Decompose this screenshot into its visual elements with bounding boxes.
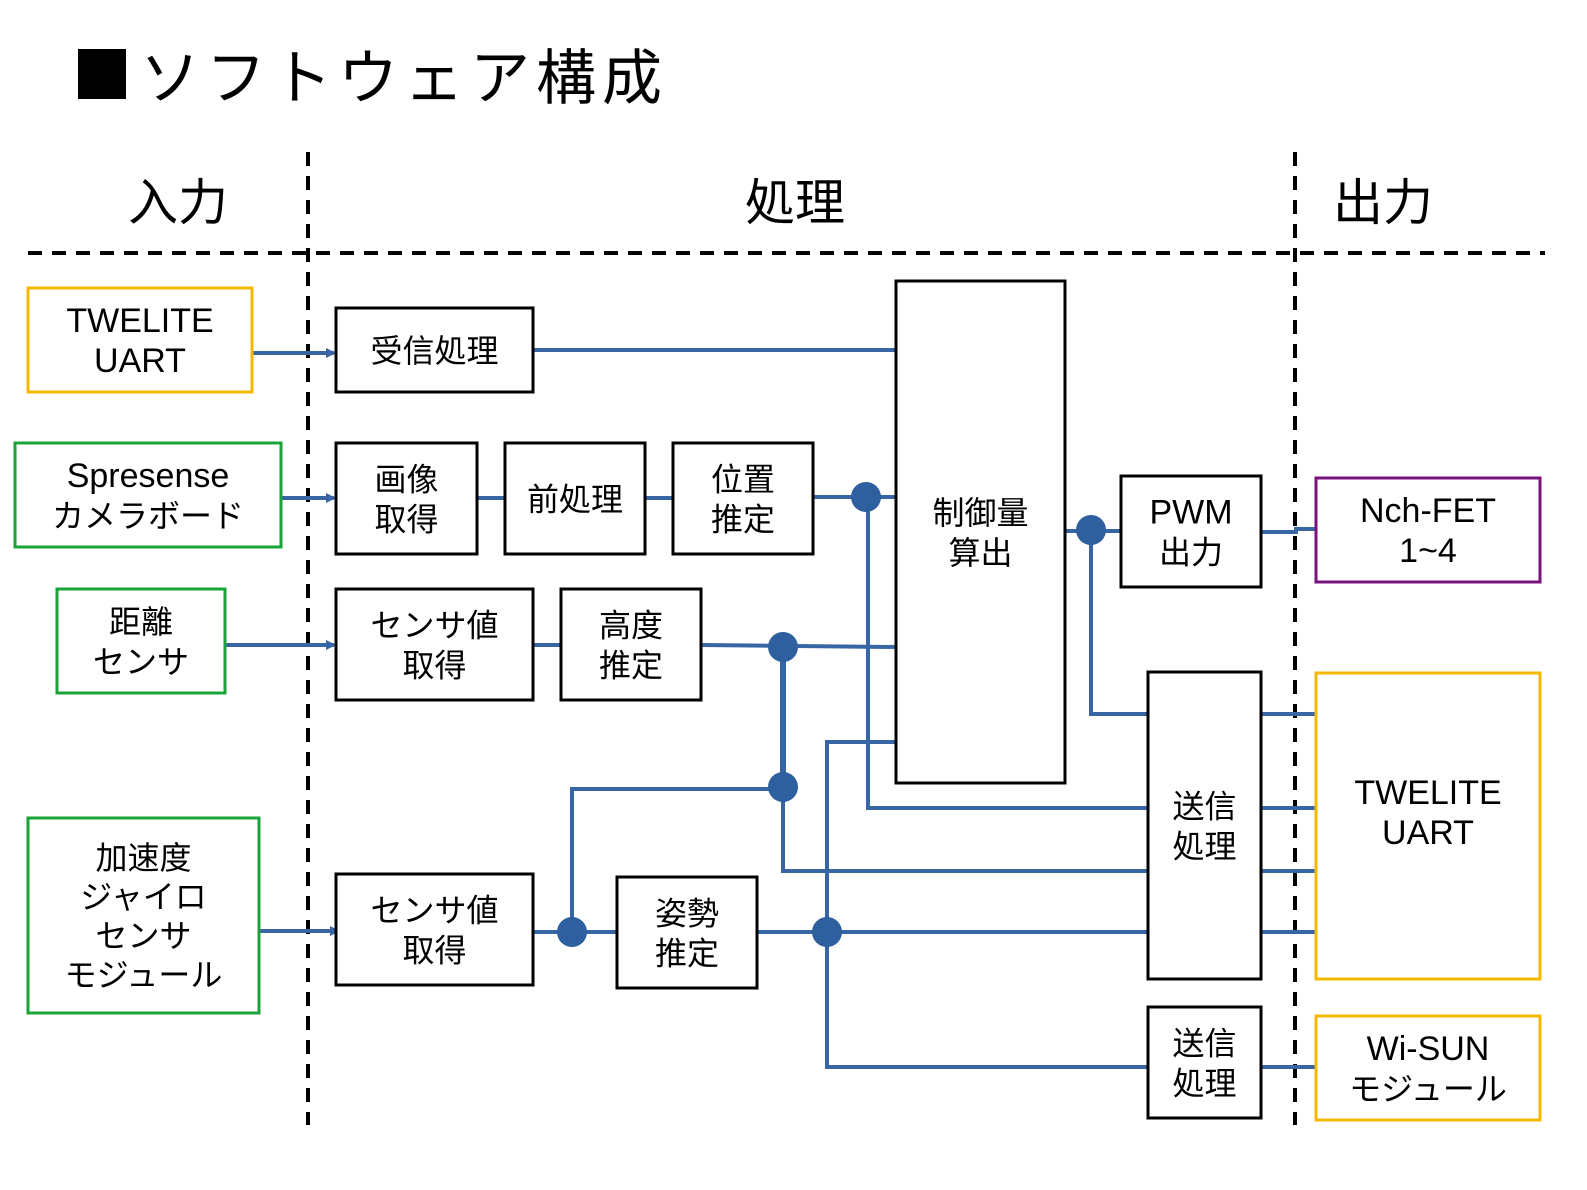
wire-pwm-to-fet	[1261, 527, 1316, 534]
wire-position-to-transmit	[866, 497, 1148, 810]
output-box-nch-fet-label-line: 1~4	[1399, 532, 1457, 570]
junction-dot	[557, 917, 587, 947]
wire-attitude-to-transmit2	[825, 932, 1148, 1069]
junction-dot	[1076, 515, 1106, 545]
input-box-imu-label-line: ジャイロ	[80, 878, 206, 916]
process-box-image-acquire-label-line: 取得	[374, 501, 438, 539]
input-box-distance-sensor-frame	[55, 587, 227, 695]
output-box-wisun-frame	[1314, 1014, 1542, 1122]
process-box-transmit-2-label-line: 送信	[1172, 1025, 1236, 1063]
process-box-sensor-acquire-2-label-line: 取得	[402, 932, 466, 970]
connection-wires	[226, 348, 1316, 1069]
process-box-sensor-acquire-1-label-line: 取得	[402, 647, 466, 685]
process-box-receive: 受信処理	[334, 306, 535, 394]
input-box-camera-frame	[13, 441, 283, 549]
process-box-transmit-1-frame	[1146, 670, 1263, 981]
input-box-distance-sensor-label-line: 距離	[109, 603, 173, 641]
process-box-sensor-acquire-1-frame	[334, 587, 535, 702]
process-box-pwm-output-label-line: 出力	[1159, 534, 1223, 572]
process-box-transmit-2-label-line: 処理	[1172, 1065, 1236, 1103]
output-box-twelite-label-line: UART	[1382, 814, 1474, 852]
wire-altitude-to-transmit	[781, 787, 1148, 873]
process-box-attitude-estimate-frame	[615, 875, 759, 990]
output-box-wisun-label-line: モジュール	[1349, 1070, 1507, 1108]
junction-dot	[812, 917, 842, 947]
process-box-image-acquire-label-line: 画像	[374, 461, 438, 499]
junction-dot	[768, 632, 798, 662]
wire-attitude-to-control	[825, 740, 896, 932]
process-box-control-calc-label-line: 制御量	[932, 494, 1028, 532]
process-box-sensor-acquire-2-label-line: センサ値	[370, 892, 498, 930]
wire-altitude-to-control	[700, 643, 897, 649]
output-box-wisun-label-line: Wi-SUN	[1367, 1030, 1490, 1068]
output-box-nch-fet-frame	[1314, 476, 1542, 584]
process-box-sensor-acquire-2-frame	[334, 872, 535, 987]
input-box-imu-frame	[26, 816, 261, 1015]
input-box-twelite-label-line: UART	[94, 342, 186, 380]
section-output-label: 出力	[1333, 174, 1433, 232]
input-box-imu-label-line: センサ	[95, 917, 191, 955]
output-box-nch-fet-label-line: Nch-FET	[1360, 492, 1496, 530]
process-box-altitude-estimate-label-line: 推定	[599, 647, 663, 685]
process-box-receive-label-line: 受信処理	[370, 332, 498, 370]
title-text: ソフトウェア構成	[140, 44, 668, 114]
input-box-twelite-label-line: TWELITE	[66, 302, 213, 340]
process-box-transmit-1-label-line: 送信	[1172, 788, 1236, 826]
process-box-preprocess-label-line: 前処理	[527, 481, 623, 519]
section-input-label: 入力	[128, 174, 228, 232]
process-box-control-calc-frame	[894, 279, 1067, 785]
input-box-twelite-frame	[26, 286, 254, 394]
process-box-position-estimate-label-line: 位置	[711, 461, 775, 499]
process-box-pwm-output-label-line: PWM	[1149, 494, 1232, 532]
process-box-attitude-estimate-label-line: 推定	[655, 935, 719, 973]
process-box-transmit-1-label-line: 処理	[1172, 828, 1236, 866]
process-box-pwm-output-frame	[1119, 474, 1263, 589]
process-box-control-calc-label-line: 算出	[948, 534, 1012, 572]
process-box-attitude-estimate-label-line: 姿勢	[655, 895, 719, 933]
input-box-imu-label-line: モジュール	[65, 956, 223, 994]
input-box-distance-sensor-label-line: センサ	[93, 643, 189, 681]
junction-dot	[768, 772, 798, 802]
process-box-altitude-estimate-frame	[559, 587, 703, 702]
wire-control-to-transmit	[1089, 531, 1148, 716]
input-box-camera-label-line: Spresense	[67, 457, 230, 495]
process-box-sensor-acquire-1-label-line: センサ値	[370, 607, 498, 645]
process-box-image-acquire-frame	[334, 441, 479, 556]
process-box-position-estimate-label-line: 推定	[711, 501, 775, 539]
process-box-altitude-estimate-label-line: 高度	[599, 607, 663, 645]
input-box-camera-label-line: カメラボード	[52, 497, 244, 535]
junction-dot	[851, 482, 881, 512]
process-box-preprocess-frame	[503, 441, 647, 556]
section-processing-label: 処理	[745, 174, 845, 232]
black-square-icon	[78, 48, 126, 99]
page-title: ソフトウェア構成	[78, 30, 668, 117]
process-box-receive-frame	[334, 306, 535, 394]
output-box-twelite-label-line: TWELITE	[1354, 774, 1501, 812]
process-box-preprocess: 前処理	[503, 441, 647, 556]
input-box-imu-label-line: 加速度	[95, 839, 191, 877]
wire-imu-sensor-to-bus	[570, 787, 783, 932]
process-box-transmit-2-frame	[1146, 1005, 1263, 1120]
process-box-position-estimate-frame	[671, 441, 815, 556]
output-box-twelite-frame	[1314, 671, 1542, 981]
